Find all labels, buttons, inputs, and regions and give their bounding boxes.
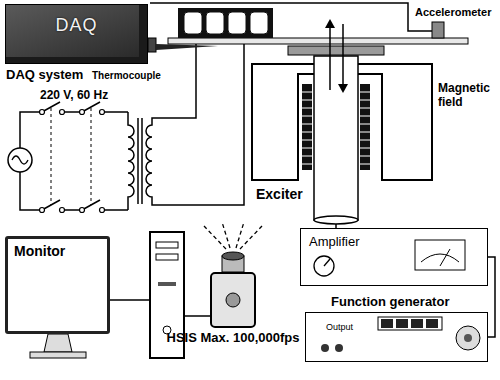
motion-arrow bbox=[342, 24, 344, 86]
lens-front bbox=[222, 252, 244, 260]
heater-block bbox=[178, 8, 273, 38]
contact bbox=[100, 110, 105, 115]
device-text: Amplifier bbox=[309, 234, 360, 249]
contact bbox=[40, 110, 45, 115]
dial-pointer bbox=[324, 259, 330, 266]
daq-connector bbox=[148, 38, 156, 52]
contact bbox=[100, 208, 105, 213]
meter-scale bbox=[421, 254, 459, 262]
monitor-cable bbox=[110, 299, 150, 301]
coil-winding bbox=[302, 92, 370, 164]
function-generator: Function generatorOutput bbox=[305, 312, 488, 362]
monitor-base bbox=[30, 352, 86, 358]
transformer-core bbox=[137, 118, 139, 204]
secondary-coil bbox=[146, 44, 244, 205]
amplifier-box: Amplifier bbox=[300, 228, 488, 286]
part-label: Exciter bbox=[256, 186, 303, 202]
ac-source bbox=[8, 148, 32, 172]
sine-symbol bbox=[12, 156, 28, 164]
heater-cell bbox=[184, 12, 202, 34]
meter-needle bbox=[440, 249, 450, 266]
camera-body bbox=[212, 274, 254, 326]
output-jack bbox=[321, 344, 329, 352]
shaker-table bbox=[288, 46, 384, 55]
dial bbox=[314, 256, 334, 276]
monitor-screen: Monitor bbox=[5, 236, 110, 334]
specimen-beam bbox=[168, 38, 468, 44]
device-heading: Function generator bbox=[331, 294, 449, 310]
daq-unit: DAQDAQ system bbox=[5, 4, 148, 64]
knob bbox=[456, 326, 480, 350]
device-text: DAQ bbox=[55, 15, 97, 36]
device-text: Output bbox=[326, 322, 353, 332]
coil bbox=[302, 84, 312, 170]
ray bbox=[204, 226, 226, 249]
contact bbox=[80, 208, 85, 213]
thermocouple-probe bbox=[156, 44, 218, 50]
part-label: Magnetic field bbox=[438, 82, 498, 110]
signal-cable bbox=[488, 257, 495, 337]
device-heading: DAQ system bbox=[6, 67, 83, 83]
drive-slot bbox=[158, 282, 176, 286]
arrowhead bbox=[338, 84, 348, 93]
arrowhead bbox=[325, 19, 335, 28]
supply-rating: 220 V, 60 Hz bbox=[40, 89, 108, 103]
coil bbox=[360, 84, 370, 170]
contact bbox=[40, 208, 45, 213]
display-cell bbox=[396, 319, 408, 328]
meter bbox=[415, 240, 465, 270]
switch-contacts bbox=[8, 110, 105, 213]
heater-cells bbox=[184, 12, 268, 34]
contact bbox=[80, 110, 85, 115]
armature-base bbox=[314, 216, 358, 224]
ray bbox=[240, 226, 262, 249]
camera-detail bbox=[226, 293, 240, 307]
part-label: Accelerometer bbox=[415, 6, 491, 19]
display-cell bbox=[426, 319, 438, 328]
contact bbox=[60, 208, 65, 213]
camera-cable bbox=[184, 315, 210, 317]
device-heading: HSIS Max. 100,000fps bbox=[167, 330, 300, 346]
part-label: Thermocouple bbox=[92, 70, 161, 82]
monitor-stand bbox=[44, 334, 72, 352]
drive-bay bbox=[156, 254, 178, 260]
switch-link bbox=[91, 108, 92, 205]
output-jack bbox=[335, 344, 343, 352]
motion-arrow bbox=[329, 26, 331, 90]
display bbox=[378, 317, 442, 330]
ray bbox=[236, 222, 244, 248]
high-speed-camera: HSIS Max. 100,000fps bbox=[210, 272, 256, 328]
transformer-core bbox=[141, 118, 143, 204]
knob-center bbox=[464, 334, 472, 342]
view-rays bbox=[204, 222, 262, 249]
armature bbox=[314, 56, 358, 220]
heater-cell bbox=[250, 12, 268, 34]
contact bbox=[60, 110, 65, 115]
switch-link bbox=[51, 108, 52, 205]
mains-wire bbox=[20, 172, 128, 210]
display-cell bbox=[411, 319, 423, 328]
heater-cell bbox=[206, 12, 224, 34]
display-cell bbox=[381, 319, 393, 328]
accelerometer bbox=[432, 22, 444, 38]
heater-cell bbox=[228, 12, 246, 34]
device-text: Monitor bbox=[14, 243, 65, 259]
ray bbox=[222, 222, 230, 248]
mains-wire bbox=[20, 112, 128, 148]
drive-bay bbox=[156, 242, 178, 248]
primary-coil bbox=[128, 112, 134, 210]
